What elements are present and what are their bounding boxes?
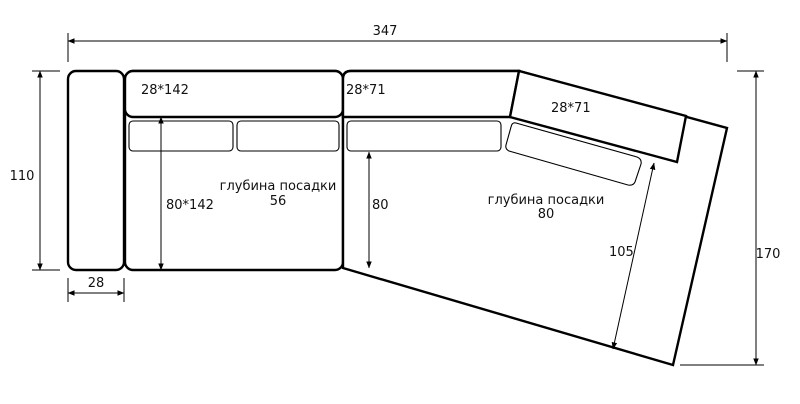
left-height-label: 110 — [10, 169, 35, 184]
left-seat-cushion-2 — [236, 120, 340, 152]
corner-backrest — [508, 69, 688, 164]
seat-depth-left-caption: глубина посадки — [220, 179, 337, 194]
seat-depth-right-caption: глубина посадки — [488, 193, 605, 208]
corner-seat-depth-label: 105 — [609, 245, 634, 260]
left-armrest — [66, 69, 126, 272]
middle-backrest — [341, 69, 521, 119]
corner-seat-depth-dimension-line — [611, 162, 656, 350]
left-seat-cushion-1 — [128, 120, 234, 152]
corner-backrest-label: 28*71 — [551, 101, 591, 116]
middle-backrest-label: 28*71 — [346, 83, 386, 98]
seat-depth-right-value: 80 — [538, 207, 555, 222]
middle-seat-cushion — [346, 120, 502, 152]
armrest-width-label: 28 — [88, 276, 105, 291]
seat-depth-left-value: 56 — [270, 194, 287, 209]
right-height-label: 170 — [756, 247, 781, 262]
left-backrest-label: 28*142 — [141, 83, 189, 98]
total-width-label: 347 — [373, 24, 398, 39]
left-seat-depth-label: 80*142 — [166, 198, 214, 213]
middle-seat-depth-label: 80 — [372, 198, 389, 213]
